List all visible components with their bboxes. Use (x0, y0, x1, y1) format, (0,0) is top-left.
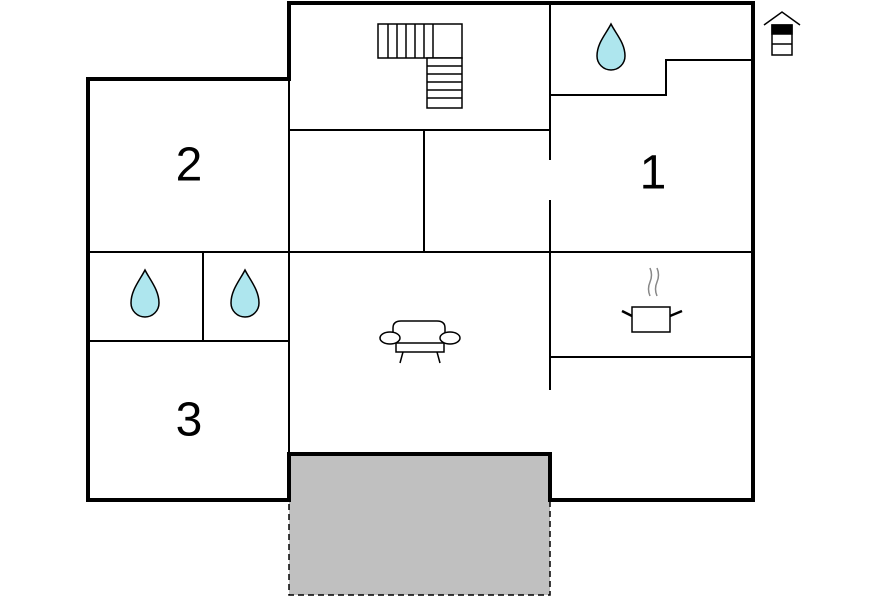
room-number-2: 2 (176, 139, 203, 192)
floor-level-house-icon (763, 11, 801, 56)
terrace-fill (289, 454, 550, 595)
water-drop-icon (596, 22, 626, 71)
cooking-pot-icon (621, 267, 683, 333)
terrace (288, 454, 551, 596)
water-drop-icon (230, 268, 260, 318)
room-number-1: 1 (640, 147, 667, 200)
interior-walls (88, 3, 753, 454)
outer-wall (86, 1, 755, 502)
sofa-icon (379, 320, 461, 364)
terrace-dashed-outline (288, 454, 551, 596)
room-number-3: 3 (176, 394, 203, 447)
staircase-icon (377, 23, 463, 109)
water-drop-icon (130, 268, 160, 318)
